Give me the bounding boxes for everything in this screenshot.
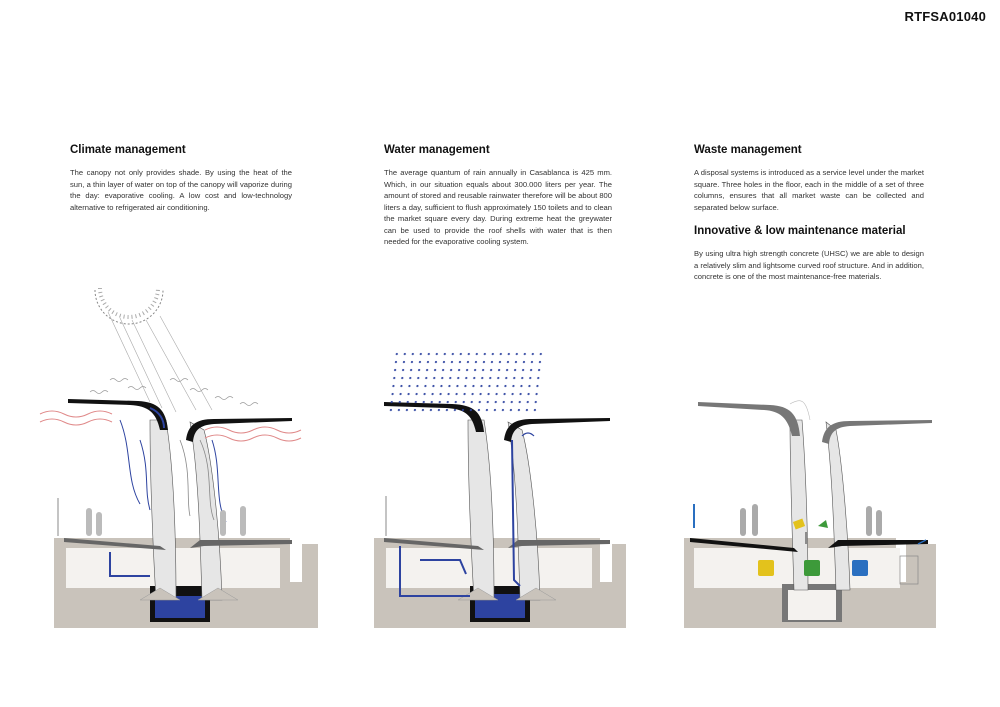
water-pipe bbox=[399, 439, 521, 597]
column bbox=[825, 421, 851, 591]
waste-bin-blue bbox=[852, 560, 868, 576]
project-code: RTFSA01040 bbox=[904, 9, 986, 24]
climate-text: The canopy not only provides shade. By u… bbox=[70, 168, 292, 212]
sun-icon bbox=[94, 287, 164, 325]
material-title: Innovative & low maintenance material bbox=[694, 225, 906, 237]
climate-diagram bbox=[39, 287, 318, 628]
people-silhouettes bbox=[740, 504, 882, 536]
roof-shell bbox=[698, 402, 800, 436]
waste-bin-green bbox=[804, 560, 820, 576]
waste-bin-yellow bbox=[758, 560, 774, 576]
water-pipe bbox=[109, 552, 150, 577]
market-floor bbox=[690, 538, 798, 552]
waste-section: Waste management A disposal systems is i… bbox=[694, 144, 924, 283]
heat-waves bbox=[39, 410, 302, 442]
roof-shell bbox=[68, 399, 168, 430]
material-text: By using ultra high strength concrete (U… bbox=[694, 249, 924, 281]
water-diagram bbox=[374, 350, 626, 628]
waste-text: A disposal systems is introduced as a se… bbox=[694, 168, 924, 212]
roof-shell bbox=[822, 420, 932, 444]
roof-shell bbox=[186, 418, 292, 442]
water-title: Water management bbox=[384, 144, 490, 156]
roof-shell bbox=[504, 418, 610, 442]
rain-dots bbox=[384, 350, 544, 416]
market-floor bbox=[190, 540, 292, 548]
waste-diagram bbox=[684, 400, 936, 628]
market-floor bbox=[828, 540, 928, 548]
market-floor bbox=[64, 538, 166, 550]
column bbox=[789, 419, 809, 591]
waste-title: Waste management bbox=[694, 144, 802, 156]
climate-section: Climate management The canopy not only p… bbox=[70, 144, 292, 213]
water-section: Water management The average quantum of … bbox=[384, 144, 612, 248]
waste-items bbox=[792, 518, 828, 544]
people-silhouettes bbox=[86, 506, 246, 536]
water-text: The average quantum of rain annually in … bbox=[384, 168, 612, 246]
climate-title: Climate management bbox=[70, 144, 186, 156]
